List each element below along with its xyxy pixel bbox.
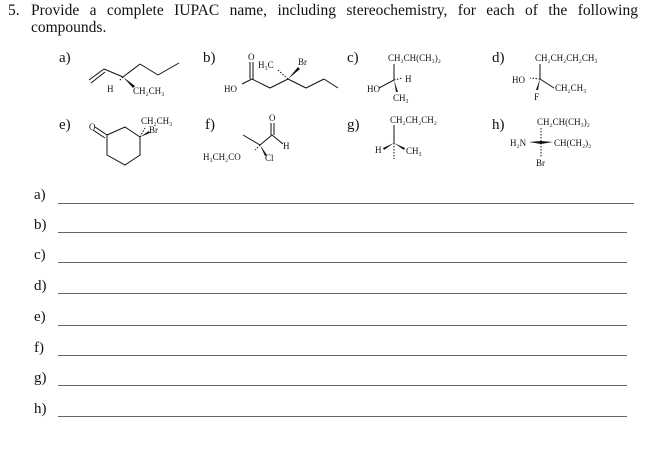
- group-br: Br: [149, 125, 158, 135]
- question-text: Provide a complete IUPAC name, including…: [31, 2, 638, 36]
- group-br: Br: [298, 57, 307, 67]
- structure-label-a: a): [59, 50, 71, 66]
- answer-line-c[interactable]: [58, 262, 627, 263]
- structure-label-g: g): [347, 117, 360, 133]
- answer-line-a[interactable]: [58, 203, 634, 204]
- structure-g: CH₂CH₂CH₂ H CH₃: [375, 115, 437, 159]
- group-o: O: [248, 52, 255, 62]
- group-ethyl: CH₂CH₃: [133, 86, 164, 96]
- group-h: H: [375, 145, 382, 155]
- group-isobutyl: CH₂CH(CH₃)₂: [388, 53, 441, 63]
- group-nh2: H₂N: [510, 138, 527, 148]
- answer-line-g[interactable]: [58, 385, 627, 386]
- structure-label-e: e): [59, 117, 71, 133]
- group-ho: HO: [367, 84, 380, 94]
- group-ch3: CH₃: [393, 93, 409, 103]
- structure-b: O HO H₃C Br: [224, 52, 339, 94]
- answer-label-d: d): [34, 278, 47, 294]
- structure-d: CH₂CH₂CH₂CH₃ HO CH₂CH₃ F: [512, 53, 598, 102]
- structure-label-f: f): [205, 117, 215, 133]
- group-ho: HO: [512, 75, 525, 85]
- answer-line-e[interactable]: [58, 325, 627, 326]
- answer-label-b: b): [34, 217, 47, 233]
- group-ho: HO: [224, 84, 237, 94]
- answer-label-e: e): [34, 309, 46, 325]
- answer-label-c: c): [34, 247, 46, 263]
- structure-e: O CH₂CH₃ Br: [89, 116, 172, 166]
- group-h: H: [405, 74, 412, 84]
- group-o: O: [89, 122, 96, 132]
- group-propyl: CH₂CH₂CH₂: [390, 115, 437, 125]
- structure-label-d: d): [492, 50, 505, 66]
- answer-label-g: g): [34, 370, 47, 386]
- answer-line-f[interactable]: [58, 355, 627, 356]
- group-h: H: [283, 141, 290, 151]
- group-br: Br: [536, 158, 545, 168]
- question-header: 5. Provide a complete IUPAC name, includ…: [8, 2, 638, 36]
- group-isobutyl: CH₂CH(CH₃)₂: [537, 117, 590, 127]
- answer-label-a: a): [34, 187, 46, 203]
- structure-c: CH₂CH(CH₃)₂ HO H CH₃: [367, 53, 441, 103]
- group-ethyl: CH₂CH₃: [141, 116, 172, 126]
- answer-label-h: h): [34, 401, 47, 417]
- group-h: H: [107, 84, 114, 94]
- structure-label-c: c): [347, 50, 359, 66]
- answer-line-d[interactable]: [58, 293, 627, 294]
- answer-line-h[interactable]: [58, 416, 627, 417]
- answer-label-f: f): [34, 340, 44, 356]
- group-ethoxy: H₃CH₂CO: [203, 152, 241, 162]
- structure-h: CH₂CH(CH₃)₂ H₂N CH(CH₂)₂ Br: [510, 117, 591, 168]
- structure-f: O H H₃CH₂CO Cl: [203, 113, 290, 163]
- group-f: F: [534, 92, 539, 102]
- structure-label-h: h): [492, 117, 505, 133]
- group-butyl: CH₂CH₂CH₂CH₃: [535, 53, 598, 63]
- group-o: O: [269, 113, 276, 123]
- group-ch3: H₃C: [258, 60, 274, 70]
- question-number: 5.: [8, 2, 20, 19]
- structure-a: H CH₂CH₃: [88, 62, 180, 96]
- group-isopropyl: CH(CH₂)₂: [554, 138, 591, 148]
- structure-label-b: b): [203, 50, 216, 66]
- group-cl: Cl: [265, 153, 274, 163]
- group-ch3: CH₃: [406, 146, 422, 156]
- answer-line-b[interactable]: [58, 232, 627, 233]
- group-ethyl: CH₂CH₃: [555, 83, 586, 93]
